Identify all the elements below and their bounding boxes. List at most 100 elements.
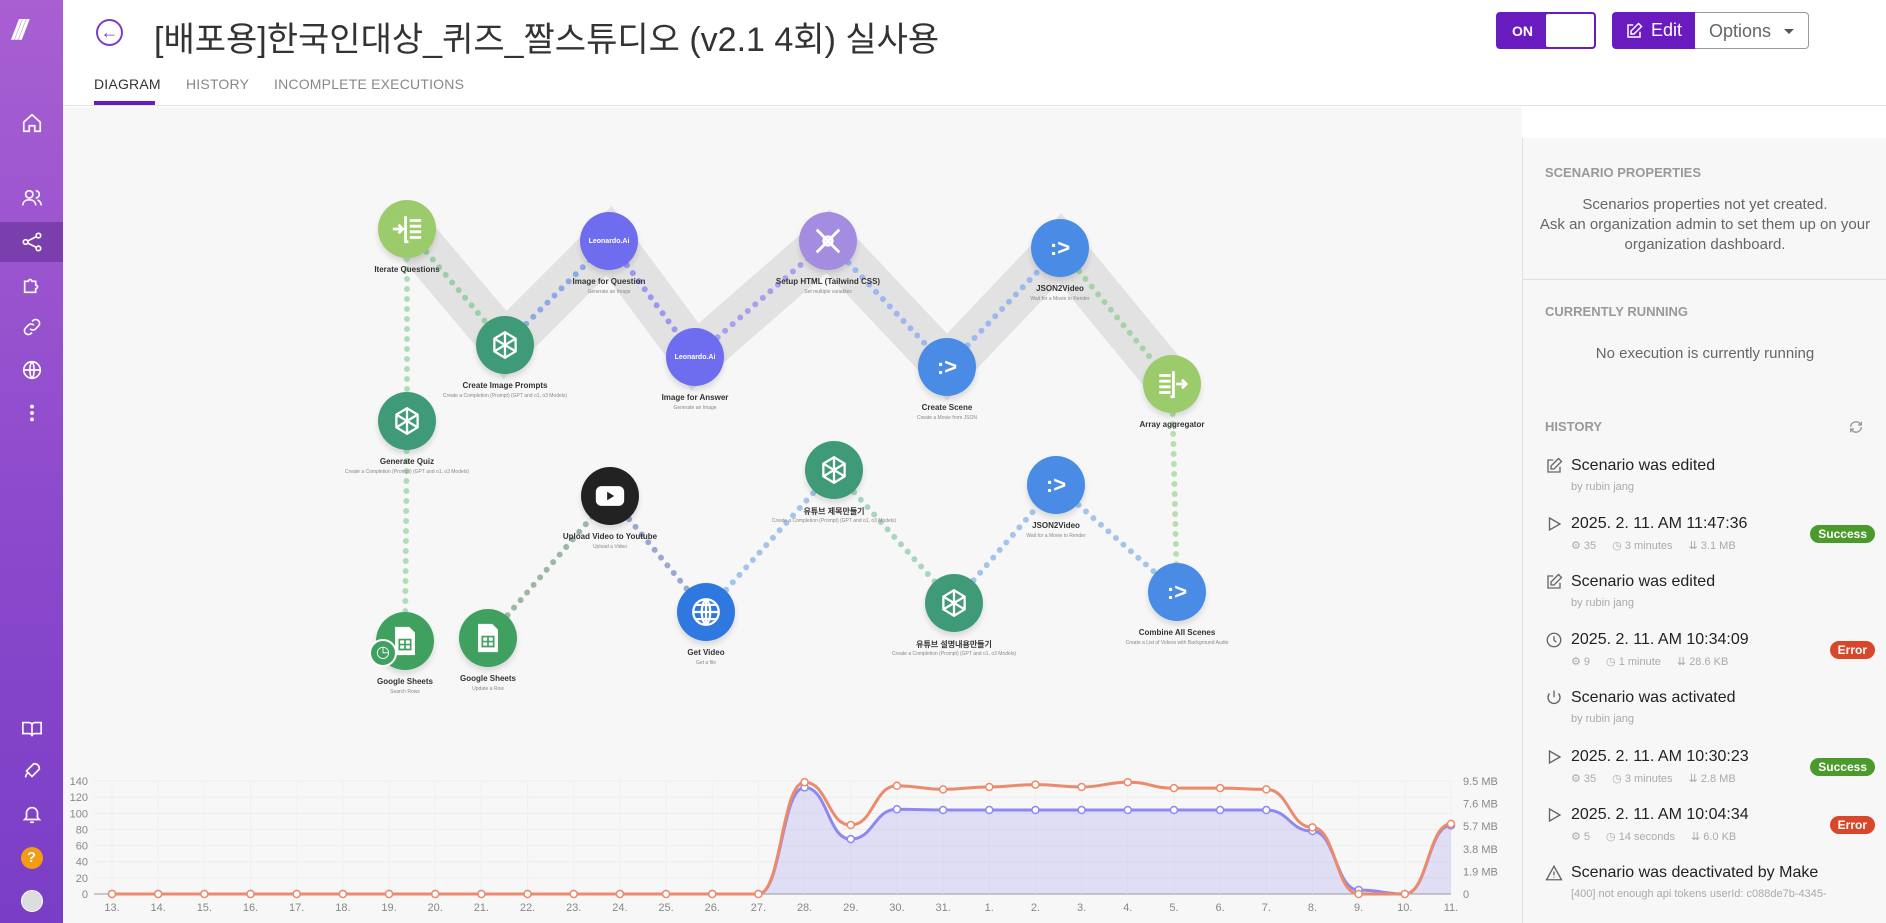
back-arrow-icon[interactable]: ← bbox=[96, 19, 123, 46]
module-yt[interactable] bbox=[581, 467, 639, 525]
connection-j2v2-comb[interactable] bbox=[1053, 482, 1180, 595]
properties-heading: SCENARIO PROPERTIES bbox=[1545, 165, 1702, 180]
module-agg[interactable] bbox=[1143, 355, 1201, 413]
x-tick-label: 15. bbox=[197, 902, 212, 914]
active-tab-indicator bbox=[94, 101, 155, 105]
edit-label: Edit bbox=[1650, 20, 1683, 40]
module-iter[interactable] bbox=[378, 200, 436, 258]
history-title: 2025. 2. 11. AM 10:04:34 bbox=[1571, 806, 1749, 823]
tab-incomplete-executions[interactable]: INCOMPLETE EXECUTIONS bbox=[274, 76, 465, 92]
data-point bbox=[846, 820, 856, 830]
history-title: Scenario was activated bbox=[1571, 689, 1736, 706]
sidebar-item-organization[interactable] bbox=[0, 178, 63, 218]
right-tick-label: 3.8 MB bbox=[1463, 844, 1498, 856]
sidebar-item-scenarios[interactable] bbox=[0, 222, 63, 262]
sidebar: /// ? bbox=[0, 0, 63, 923]
module-title[interactable] bbox=[805, 441, 863, 499]
templates-icon bbox=[23, 278, 38, 294]
module-label: Create Image Prompts bbox=[462, 381, 548, 390]
sidebar-item-webhooks[interactable] bbox=[0, 350, 63, 390]
module-label: Upload Video to Youtube bbox=[562, 532, 658, 541]
x-tick-label: 2. bbox=[1031, 902, 1040, 914]
json2video-icon: :> bbox=[1166, 579, 1188, 604]
sidebar-item-more[interactable] bbox=[0, 393, 63, 433]
data-point bbox=[384, 889, 394, 899]
sidebar-item-notifications[interactable] bbox=[0, 794, 63, 834]
module-label: 유튜브 제목만들기 bbox=[803, 507, 865, 516]
operations-count: ⚙ 9 bbox=[1571, 656, 1591, 668]
module-label: Google Sheets bbox=[459, 674, 516, 683]
data-point bbox=[707, 889, 717, 899]
data-point bbox=[1077, 782, 1086, 792]
history-heading: HISTORY bbox=[1545, 419, 1603, 434]
schedule-clock-icon[interactable]: ◷ bbox=[369, 639, 397, 667]
right-tick-label: 7.6 MB bbox=[1463, 799, 1498, 811]
sidebar-item-whats-new[interactable] bbox=[0, 751, 63, 791]
connection-agg-comb[interactable] bbox=[1169, 381, 1180, 595]
sidebar-item-templates[interactable] bbox=[0, 265, 63, 305]
make-logo[interactable]: /// bbox=[12, 14, 27, 45]
edit-icon bbox=[1627, 21, 1643, 38]
properties-text-1: Scenarios properties not yet created. bbox=[1582, 196, 1828, 213]
data-point bbox=[1215, 783, 1225, 793]
module-desc[interactable] bbox=[925, 574, 983, 632]
module-ifq[interactable]: Leonardo.Ai bbox=[580, 212, 638, 270]
play-icon bbox=[1545, 748, 1563, 766]
sidebar-item-docs[interactable] bbox=[0, 709, 63, 749]
connection-quiz-gs1[interactable] bbox=[402, 418, 410, 644]
x-tick-label: 8. bbox=[1308, 902, 1317, 914]
x-tick-label: 4. bbox=[1123, 902, 1132, 914]
connection-j2v-agg[interactable] bbox=[1057, 245, 1175, 387]
data-point bbox=[1169, 805, 1179, 815]
scenario-on-toggle[interactable]: ON bbox=[1496, 12, 1596, 49]
module-subtitle: Wait for a Movie to Render bbox=[1030, 296, 1090, 302]
divider bbox=[1523, 279, 1886, 280]
sidebar-item-profile[interactable] bbox=[0, 881, 63, 921]
json2video-icon: :> bbox=[936, 354, 958, 379]
json2video-icon: :> bbox=[1049, 235, 1071, 260]
sidebar-item-home[interactable] bbox=[0, 103, 63, 143]
refresh-icon[interactable] bbox=[1848, 419, 1864, 435]
sidebar-item-help[interactable]: ? bbox=[0, 838, 63, 878]
module-subtitle: Create a Completion (Prompt) (GPT and o1… bbox=[442, 393, 568, 399]
right-tick-label: 5.7 MB bbox=[1463, 821, 1498, 833]
module-subtitle: Generate an Image bbox=[673, 405, 717, 411]
module-label: Setup HTML (Tailwind CSS) bbox=[775, 277, 881, 286]
connection-get-title[interactable] bbox=[703, 467, 837, 615]
module-ifa[interactable]: Leonardo.Ai bbox=[666, 328, 724, 386]
toggle-label: ON bbox=[1512, 23, 1533, 39]
x-tick-label: 11. bbox=[1444, 902, 1458, 914]
module-gs2[interactable] bbox=[459, 609, 517, 667]
module-j2v[interactable]: :> bbox=[1031, 219, 1089, 277]
duration: ◷ 3 minutes bbox=[1612, 540, 1673, 552]
data-point bbox=[985, 805, 994, 815]
history-title: Scenario was edited bbox=[1571, 457, 1716, 474]
leonardo-icon: Leonardo.Ai bbox=[588, 237, 630, 245]
module-cip[interactable] bbox=[476, 316, 534, 374]
module-get[interactable] bbox=[677, 583, 735, 641]
sidebar-item-connections[interactable] bbox=[0, 307, 63, 347]
options-dropdown[interactable]: Options bbox=[1695, 12, 1809, 49]
left-tick-label: 120 bbox=[70, 792, 88, 804]
scenarios-icon bbox=[21, 232, 42, 252]
x-tick-label: 23. bbox=[566, 902, 581, 914]
connection-gs2-yt[interactable] bbox=[485, 493, 613, 641]
history-title: Scenario was deactivated by Make bbox=[1571, 864, 1819, 881]
data-point bbox=[1031, 805, 1040, 815]
module-html[interactable] bbox=[799, 212, 857, 270]
data-point bbox=[569, 889, 578, 899]
data-point bbox=[1400, 889, 1410, 899]
openai-icon bbox=[488, 328, 522, 362]
module-scene[interactable]: :> bbox=[918, 338, 976, 396]
module-comb[interactable]: :> bbox=[1148, 563, 1206, 621]
data-point bbox=[615, 889, 625, 899]
module-j2v2[interactable]: :> bbox=[1027, 456, 1085, 514]
status-badge: Success bbox=[1810, 525, 1875, 543]
edit-button[interactable]: Edit bbox=[1612, 12, 1695, 49]
operations-count: ⚙ 35 bbox=[1571, 540, 1597, 552]
module-label: Generate Quiz bbox=[379, 457, 435, 466]
module-quiz[interactable] bbox=[378, 392, 436, 450]
tab-history[interactable]: HISTORY bbox=[186, 76, 250, 92]
tab-diagram[interactable]: DIAGRAM bbox=[94, 76, 161, 92]
